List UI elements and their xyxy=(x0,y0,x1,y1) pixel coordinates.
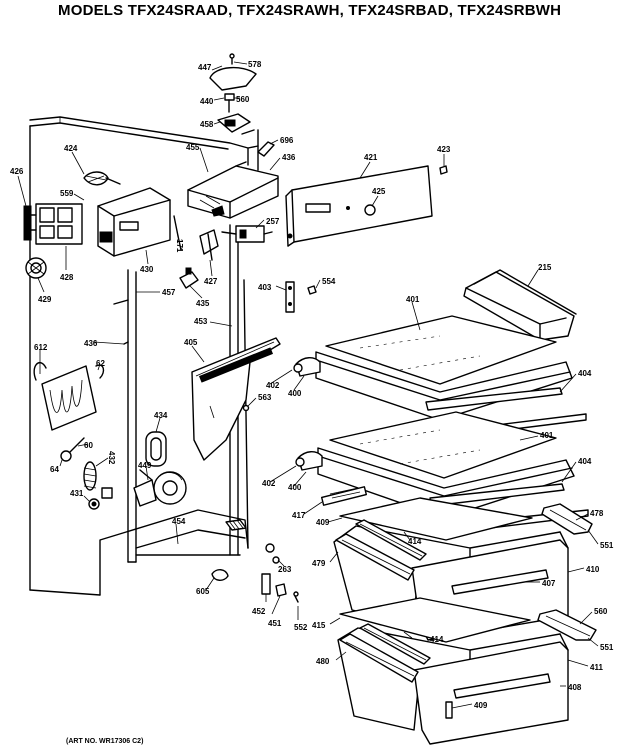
label-478: 478 xyxy=(590,509,604,518)
label-415: 415 xyxy=(312,621,326,630)
label-612: 612 xyxy=(34,343,48,352)
label-432: 432 xyxy=(107,451,116,465)
label-452: 452 xyxy=(252,607,266,616)
label-457: 457 xyxy=(162,288,176,297)
crisper-cover-lower xyxy=(339,597,597,643)
lower-hardware xyxy=(211,543,299,603)
label-401-lower: 401 xyxy=(540,431,554,440)
label-410: 410 xyxy=(586,565,600,574)
label-447: 447 xyxy=(198,63,212,72)
crisper-cover xyxy=(320,486,593,541)
label-428: 428 xyxy=(60,273,74,282)
control-panel-421 xyxy=(285,165,448,247)
light-shield-assembly xyxy=(209,53,275,157)
label-402-lower: 402 xyxy=(262,479,276,488)
label-453: 453 xyxy=(194,317,208,326)
label-403: 403 xyxy=(258,283,272,292)
label-431: 431 xyxy=(70,489,84,498)
label-436: 436 xyxy=(282,153,296,162)
label-605: 605 xyxy=(196,587,210,596)
label-559: 559 xyxy=(60,189,74,198)
leader-lines xyxy=(17,61,599,709)
label-451: 451 xyxy=(268,619,282,628)
label-400-lower: 400 xyxy=(288,483,302,492)
label-407: 407 xyxy=(542,579,556,588)
bracket-403 xyxy=(285,281,317,313)
label-400: 400 xyxy=(288,389,302,398)
label-171: 171 xyxy=(175,239,184,253)
label-257: 257 xyxy=(266,217,280,226)
label-458: 458 xyxy=(200,120,214,129)
label-479: 479 xyxy=(312,559,326,568)
label-404: 404 xyxy=(578,369,592,378)
part-labels: 578 447 560 440 458 696 455 436 423 421 … xyxy=(10,60,614,710)
temperature-control-housing xyxy=(97,187,219,289)
shelf-bin-215 xyxy=(463,269,577,341)
label-440: 440 xyxy=(200,97,214,106)
label-401: 401 xyxy=(406,295,420,304)
label-408: 408 xyxy=(568,683,582,692)
label-64: 64 xyxy=(50,465,59,474)
label-430: 430 xyxy=(140,265,154,274)
label-696: 696 xyxy=(280,136,294,145)
label-402: 402 xyxy=(266,381,280,390)
label-554: 554 xyxy=(322,277,336,286)
label-560-lower: 560 xyxy=(594,607,608,616)
label-424: 424 xyxy=(64,144,78,153)
label-578: 578 xyxy=(248,60,262,69)
heater-assembly xyxy=(33,362,105,462)
label-551: 551 xyxy=(600,541,614,550)
label-429: 429 xyxy=(38,295,52,304)
label-426: 426 xyxy=(10,167,24,176)
label-421: 421 xyxy=(364,153,378,162)
label-414: 414 xyxy=(408,537,422,546)
damper-405 xyxy=(191,337,281,461)
label-434: 434 xyxy=(154,411,168,420)
label-414-lower: 414 xyxy=(430,635,444,644)
duct-436 xyxy=(113,299,129,345)
label-417: 417 xyxy=(292,511,306,520)
label-435: 435 xyxy=(196,299,210,308)
label-60: 60 xyxy=(84,441,93,450)
label-423: 423 xyxy=(437,145,451,154)
label-411: 411 xyxy=(590,663,603,672)
crisper-drawer-lower xyxy=(337,623,569,745)
label-552: 552 xyxy=(294,623,308,632)
label-449: 449 xyxy=(138,461,152,470)
label-436-left: 436 xyxy=(84,339,98,348)
art-number: (ART NO. WR17306 C2) xyxy=(66,738,144,745)
label-62: 62 xyxy=(96,359,105,368)
label-551-lower: 551 xyxy=(600,643,614,652)
label-454: 454 xyxy=(172,517,186,526)
label-480: 480 xyxy=(316,657,330,666)
cabinet-frame xyxy=(29,116,259,596)
drain-parts xyxy=(83,431,187,510)
label-404-lower: 404 xyxy=(578,457,592,466)
label-563: 563 xyxy=(258,393,272,402)
label-425: 425 xyxy=(372,187,386,196)
light-socket-assembly xyxy=(23,171,121,279)
label-409: 409 xyxy=(316,518,330,527)
label-215: 215 xyxy=(538,263,552,272)
label-409-lower: 409 xyxy=(474,701,488,710)
label-427: 427 xyxy=(204,277,218,286)
label-455: 455 xyxy=(186,143,200,152)
label-405: 405 xyxy=(184,338,198,347)
fan-housing-436 xyxy=(187,161,279,243)
page-title: MODELS TFX24SRAAD, TFX24SRAWH, TFX24SRBA… xyxy=(58,2,562,19)
label-263: 263 xyxy=(278,565,292,574)
label-560: 560 xyxy=(236,95,250,104)
